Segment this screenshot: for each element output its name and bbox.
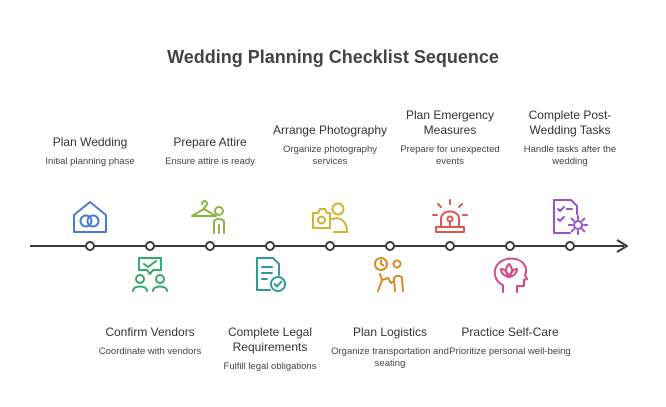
timeline-node — [445, 241, 455, 251]
logistics-people-icon — [374, 257, 404, 292]
step-description: Ensure attire is ready — [165, 156, 255, 167]
step-title: Plan Logistics — [352, 325, 428, 339]
document-check-icon — [256, 257, 286, 292]
timeline-arrowhead — [616, 239, 628, 253]
timeline-node — [205, 241, 215, 251]
timeline-node — [565, 241, 575, 251]
step-title: Arrange Photography — [272, 123, 388, 137]
timeline-node — [505, 241, 515, 251]
timeline-node — [325, 241, 335, 251]
step-prepare-attire: Prepare Attire Ensure attire is ready — [148, 135, 272, 168]
hanger-person-icon — [191, 200, 225, 234]
step-title: Confirm Vendors — [105, 325, 195, 339]
vendors-chat-icon — [132, 257, 168, 292]
checklist-gear-icon — [553, 199, 588, 235]
step-confirm-vendors: Confirm Vendors Coordinate with vendors — [88, 325, 212, 358]
step-description: Organize photography services — [282, 144, 377, 167]
step-description: Prepare for unexpected events — [400, 144, 500, 167]
lotus-head-icon — [493, 257, 528, 293]
step-description: Coordinate with vendors — [98, 346, 202, 357]
camera-person-icon — [312, 202, 348, 233]
step-title: Prepare Attire — [173, 135, 247, 149]
timeline-node — [85, 241, 95, 251]
alarm-light-icon — [432, 199, 468, 233]
step-title: Complete Post-Wedding Tasks — [528, 108, 612, 137]
step-complete-legal-requirements: Complete Legal Requirements Fulfill lega… — [208, 325, 332, 373]
rings-house-icon — [73, 201, 107, 233]
step-description: Initial planning phase — [45, 156, 135, 167]
timeline-node — [385, 241, 395, 251]
timeline-node — [265, 241, 275, 251]
step-title: Plan Emergency Measures — [405, 108, 495, 137]
step-description: Fulfill legal obligations — [223, 361, 317, 372]
step-description: Prioritize personal well-being — [449, 346, 571, 357]
step-description: Handle tasks after the wedding — [523, 144, 617, 167]
timeline-node — [145, 241, 155, 251]
step-title: Practice Self-Care — [461, 325, 559, 339]
step-complete-post-wedding-tasks: Complete Post-Wedding Tasks Handle tasks… — [508, 108, 632, 168]
step-description: Organize transportation and seating — [331, 346, 449, 369]
step-plan-emergency-measures: Plan Emergency Measures Prepare for unex… — [388, 108, 512, 168]
step-practice-self-care: Practice Self-Care Prioritize personal w… — [448, 325, 572, 358]
step-arrange-photography: Arrange Photography Organize photography… — [268, 123, 392, 168]
diagram-title: Wedding Planning Checklist Sequence — [167, 47, 499, 67]
step-plan-logistics: Plan Logistics Organize transportation a… — [328, 325, 452, 370]
step-title: Plan Wedding — [52, 135, 128, 149]
step-title: Complete Legal Requirements — [227, 325, 313, 354]
step-plan-wedding: Plan Wedding Initial planning phase — [28, 135, 152, 168]
